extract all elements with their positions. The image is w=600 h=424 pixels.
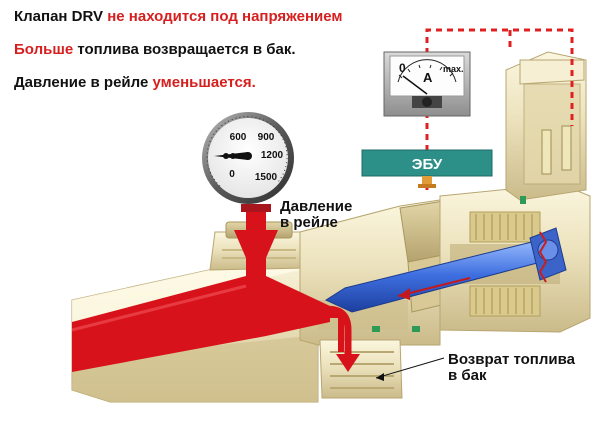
valve-plunger (324, 196, 567, 332)
gauge-tick-0: 0 (229, 169, 235, 180)
ammeter-unit-label: A (423, 70, 433, 85)
return-leader-line (375, 357, 445, 379)
fuel-return-callout: Возврат топлива в бак (448, 352, 575, 384)
return-flow-arrow (321, 305, 360, 372)
ammeter-zero-label: 0 (399, 61, 406, 75)
caption-1-black: Клапан DRV (14, 8, 104, 25)
rail-pressure-line-2: в рейле (280, 214, 338, 231)
caption-2-black: топлива возвращается в бак. (77, 41, 296, 58)
ammeter: 0 A max. (383, 51, 471, 117)
caption-3-black: Давление в рейле (14, 74, 149, 91)
plunger-flow-arrow (397, 277, 471, 300)
gauge-tick-1200: 1200 (261, 150, 284, 161)
caption-2-red: Больше (14, 41, 74, 58)
caption-line-2: Больше топлива возвращается в бак. (14, 41, 296, 58)
fuel-return-line-2: в бак (448, 367, 487, 384)
return-leader-arrowhead (376, 373, 384, 381)
caption-line-1: Клапан DRV не находится под напряжением (14, 8, 343, 25)
rail-pressure-line-1: Давление (280, 198, 353, 215)
ecu-label: ЭБУ (412, 156, 443, 173)
ammeter-max-label: max. (443, 64, 464, 74)
gauge-needle (214, 152, 252, 160)
fuel-return-line-1: Возврат топлива (448, 351, 575, 368)
pressure-gauge: 600 900 1200 0 1500 (202, 112, 294, 204)
ecu-box: ЭБУ (361, 149, 493, 188)
fuel-flow (71, 204, 344, 372)
gauge-tick-1500: 1500 (255, 172, 278, 183)
rail-pressure-callout: Давление в рейле (280, 199, 352, 231)
gauge-tick-900: 900 (258, 132, 275, 143)
ammeter-needle (402, 75, 428, 95)
caption-3-red: уменьшается. (152, 74, 256, 91)
gauge-tick-600: 600 (230, 132, 247, 143)
caption-line-3: Давление в рейле уменьшается. (14, 74, 256, 91)
caption-1-red: не находится под напряжением (107, 8, 343, 25)
